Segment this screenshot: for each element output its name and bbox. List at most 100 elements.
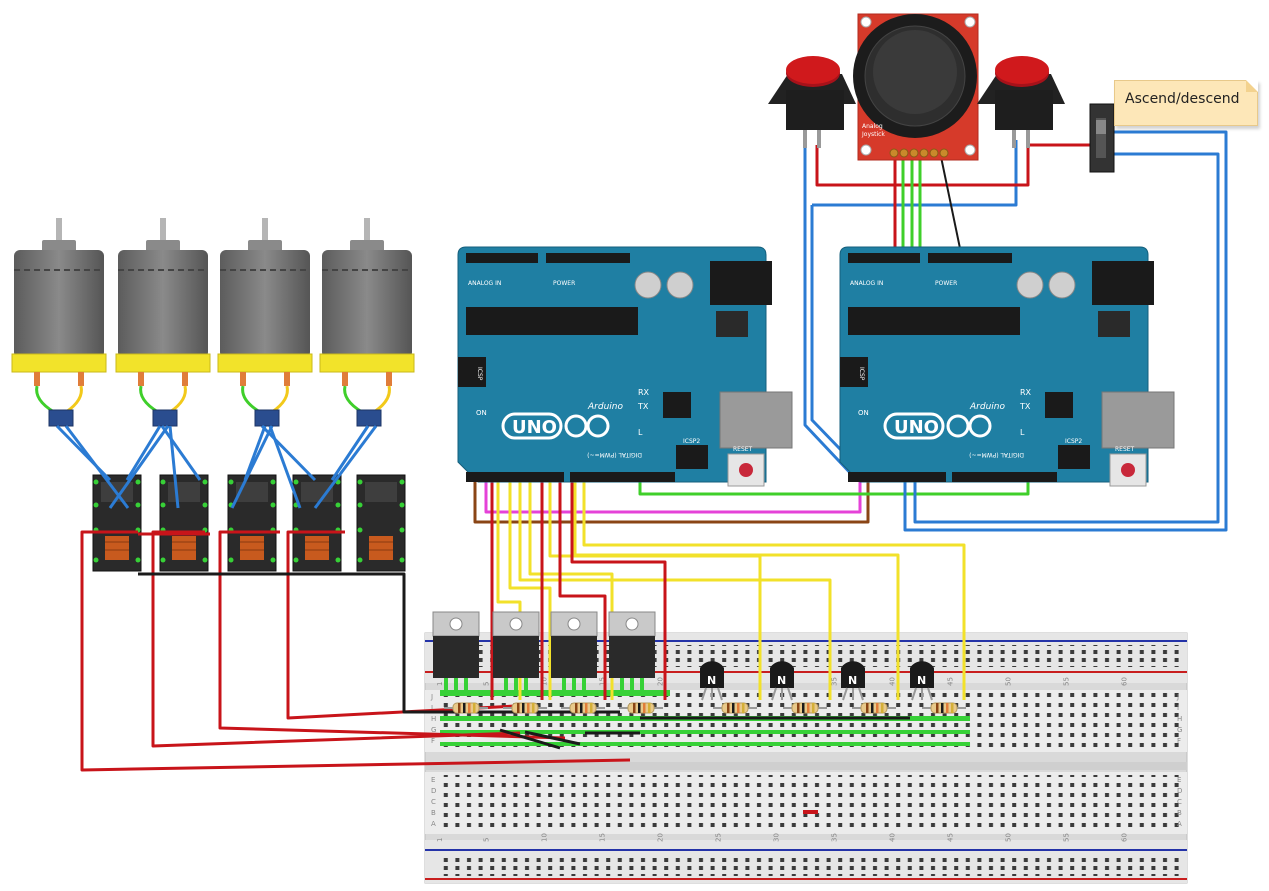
breadboard-row-letter: D bbox=[1177, 787, 1182, 795]
breadboard-row-letter: I bbox=[1177, 704, 1179, 712]
breadboard-column-number: 5 bbox=[482, 682, 490, 686]
analog-in-label: ANALOG IN bbox=[850, 280, 883, 287]
breadboard-column-number: 10 bbox=[540, 677, 548, 686]
relay bbox=[356, 474, 406, 572]
resistors bbox=[444, 702, 966, 714]
tx-label: TX bbox=[1019, 402, 1031, 411]
l-label: L bbox=[638, 428, 643, 437]
digital-label: DIGITAL (PWM=~) bbox=[969, 451, 1024, 458]
mosfet bbox=[608, 611, 656, 692]
breadboard-column-number: 25 bbox=[714, 833, 722, 842]
breadboard-row-letter: J bbox=[1176, 693, 1179, 701]
uno-logo: UNO bbox=[894, 417, 939, 438]
breadboard-row-letter: C bbox=[1177, 798, 1182, 806]
uno-logo: UNO bbox=[512, 417, 557, 438]
breadboard-column-number: 20 bbox=[656, 677, 664, 686]
breadboard-column-number: 50 bbox=[1004, 833, 1012, 842]
reset-label: RESET bbox=[733, 446, 753, 453]
joystick-label: Analog bbox=[862, 123, 883, 130]
mosfet bbox=[492, 611, 540, 692]
mosfet bbox=[550, 611, 598, 692]
relays bbox=[92, 474, 406, 572]
resistor bbox=[713, 702, 757, 714]
breadboard-column-number: 20 bbox=[656, 833, 664, 842]
relay bbox=[92, 474, 142, 572]
breadboard-row-letter: J bbox=[430, 693, 433, 701]
arduino-brand: Arduino bbox=[587, 402, 623, 412]
breadboard-column-number: 15 bbox=[598, 677, 606, 686]
npn-transistor: N bbox=[841, 661, 865, 701]
breadboard-row-letter: E bbox=[431, 776, 435, 784]
npn-transistor: N bbox=[700, 661, 724, 701]
breadboard-column-number: 1 bbox=[436, 838, 444, 842]
breadboard-column-number: 55 bbox=[1062, 677, 1070, 686]
transistor-label: N bbox=[777, 674, 786, 687]
mosfet bbox=[432, 611, 480, 692]
power-label: POWER bbox=[935, 280, 957, 287]
breadboard-column-number: 10 bbox=[540, 833, 548, 842]
breadboard-row-letter: F bbox=[1177, 737, 1181, 745]
annotation-note: Ascend/descend bbox=[1114, 80, 1258, 126]
tx-label: TX bbox=[637, 402, 649, 411]
power-label: POWER bbox=[553, 280, 575, 287]
breadboard-column-number: 60 bbox=[1120, 833, 1128, 842]
breadboard-row-letter: B bbox=[1177, 809, 1182, 817]
on-label: ON bbox=[858, 409, 869, 417]
mosfets bbox=[432, 611, 656, 692]
on-label: ON bbox=[476, 409, 487, 417]
breadboard-column-number: 55 bbox=[1062, 833, 1070, 842]
breadboard-row-letter: C bbox=[431, 798, 436, 806]
resistor bbox=[922, 702, 966, 714]
breadboard-row-letter: H bbox=[431, 715, 436, 723]
breadboard-column-number: 45 bbox=[946, 833, 954, 842]
transistor-label: N bbox=[917, 674, 926, 687]
note-label: Ascend/descend bbox=[1125, 91, 1240, 107]
breadboard-row-letter: F bbox=[431, 737, 435, 745]
npn-transistor: N bbox=[770, 661, 794, 701]
wires bbox=[55, 130, 1228, 772]
transistor-label: N bbox=[707, 674, 716, 687]
relay bbox=[227, 474, 277, 572]
resistor bbox=[561, 702, 605, 714]
breadboard-column-number: 30 bbox=[772, 833, 780, 842]
slide-switch[interactable] bbox=[1089, 103, 1115, 173]
breadboard-column-number: 45 bbox=[946, 677, 954, 686]
breadboard-column-number: 15 bbox=[598, 833, 606, 842]
breadboard-row-letter: B bbox=[431, 809, 436, 817]
icsp-label: ICSP bbox=[476, 367, 483, 381]
breadboard-row-letter: A bbox=[431, 820, 436, 828]
breadboard-column-number: 1 bbox=[436, 682, 444, 686]
breadboard-row-letter: H bbox=[1177, 715, 1182, 723]
l-label: L bbox=[1020, 428, 1025, 437]
icsp-label: ICSP bbox=[858, 367, 865, 381]
joystick-module: Analog Joystick bbox=[853, 13, 979, 161]
reset-label: RESET bbox=[1115, 446, 1135, 453]
relay bbox=[159, 474, 209, 572]
dc-motor bbox=[319, 218, 415, 427]
push-button-right[interactable] bbox=[977, 56, 1065, 148]
breadboard-column-number: 35 bbox=[830, 833, 838, 842]
breadboard-row-letter: I bbox=[431, 704, 433, 712]
breadboard-column-number: 40 bbox=[888, 677, 896, 686]
breadboard-column-number: 40 bbox=[888, 833, 896, 842]
breadboard-row-letter: G bbox=[1177, 726, 1182, 734]
transistor-label: N bbox=[848, 674, 857, 687]
relay bbox=[292, 474, 342, 572]
resistor bbox=[852, 702, 896, 714]
resistor bbox=[444, 702, 488, 714]
npn-transistor: N bbox=[910, 661, 934, 701]
breadboard-column-number: 50 bbox=[1004, 677, 1012, 686]
dc-motor bbox=[11, 218, 107, 427]
dc-motor bbox=[217, 218, 313, 427]
analog-in-label: ANALOG IN bbox=[468, 280, 501, 287]
push-button-left[interactable] bbox=[768, 56, 856, 148]
breadboard-column-number: 5 bbox=[482, 838, 490, 842]
resistor bbox=[503, 702, 547, 714]
resistor bbox=[783, 702, 827, 714]
breadboard-row-letter: G bbox=[431, 726, 436, 734]
dc-motor bbox=[115, 218, 211, 427]
